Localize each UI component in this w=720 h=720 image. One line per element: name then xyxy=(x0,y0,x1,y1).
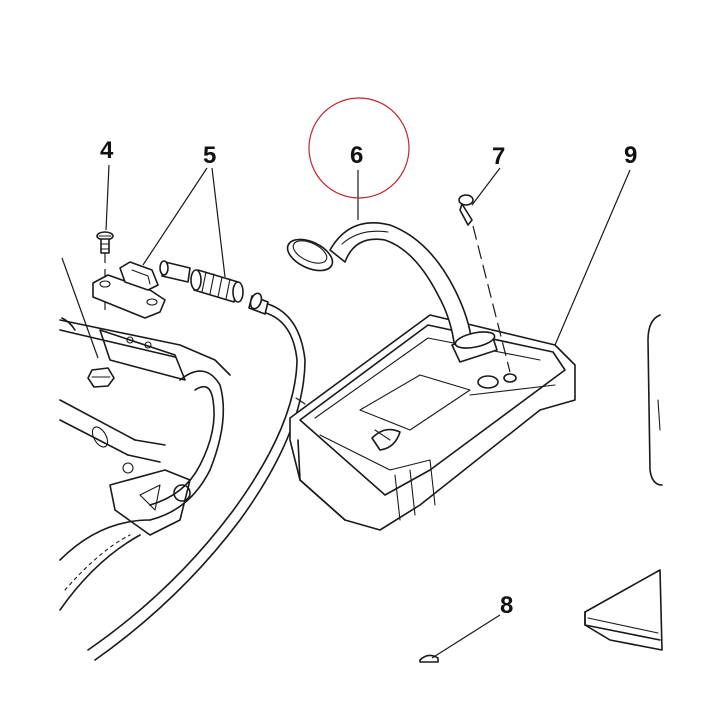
callout-7: 7 xyxy=(492,143,505,170)
callout-8: 8 xyxy=(500,592,513,619)
leader-lines xyxy=(61,164,631,659)
reservoir-tray-part-9 xyxy=(289,314,576,531)
callout-6: 6 xyxy=(350,142,363,169)
callout-9: 9 xyxy=(624,142,637,169)
side-panel xyxy=(647,314,663,486)
callouts: 4 5 6 7 8 9 xyxy=(100,137,637,619)
pipe-part-6 xyxy=(286,221,498,363)
cable-clamp-part-5 xyxy=(92,260,244,319)
screw-part-4 xyxy=(96,231,114,310)
screw-part-7 xyxy=(458,194,511,373)
callout-4: 4 xyxy=(100,137,114,164)
highlight-circle xyxy=(308,97,410,199)
frame-assembly xyxy=(59,317,231,611)
cable xyxy=(87,292,306,661)
block-part xyxy=(584,569,663,651)
callout-5: 5 xyxy=(203,142,216,169)
